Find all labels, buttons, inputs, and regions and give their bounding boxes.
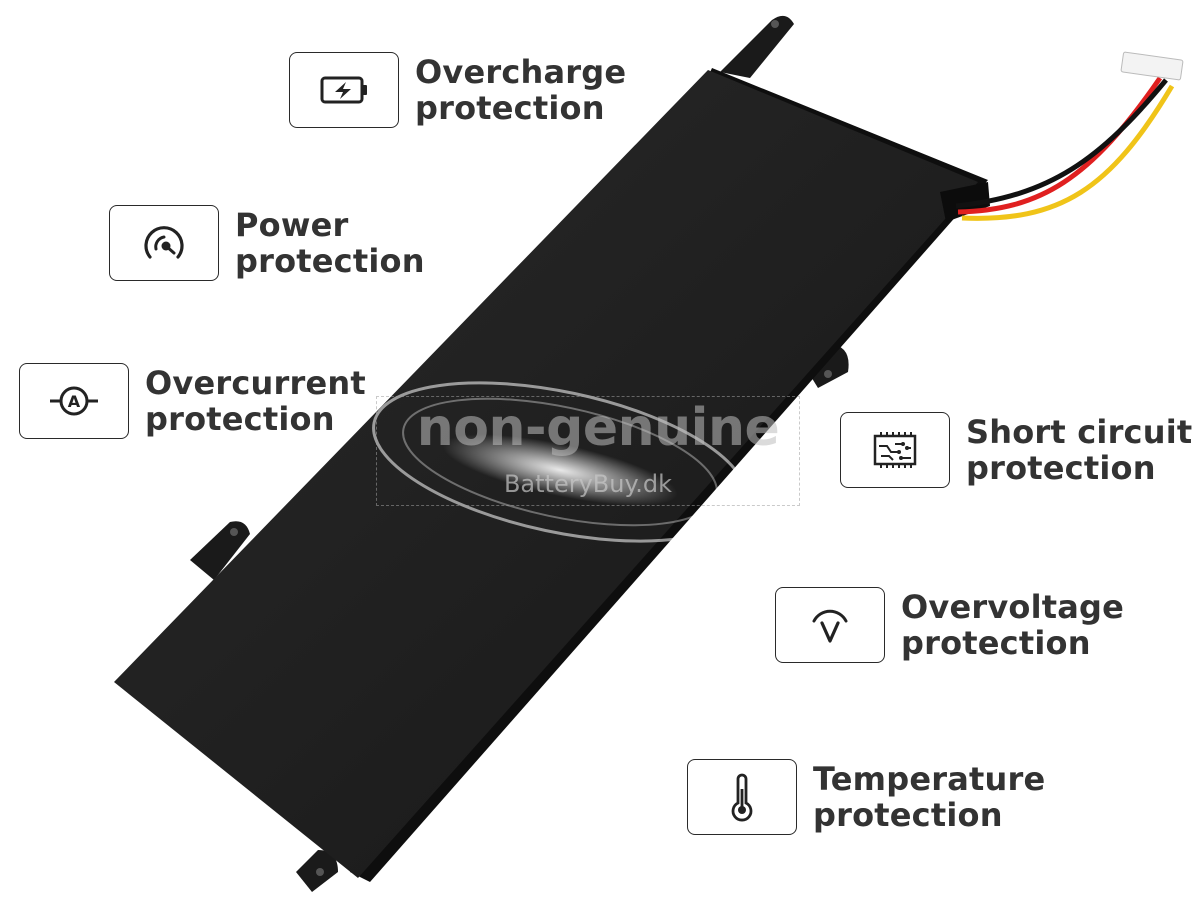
gauge-icon [144,226,184,259]
feature-icon-box [289,52,399,128]
feature-overvoltage: Overvoltage protection [775,587,1124,663]
feature-icon-box [109,205,219,281]
feature-subtitle: protection [813,796,1003,834]
top-mount-tab [720,15,794,78]
feature-overcurrent: A Overcurrent protection [19,363,366,439]
circuit-board-icon [873,432,917,468]
feature-icon-box: A [19,363,129,439]
feature-title: Short circuit [966,413,1193,451]
feature-subtitle: protection [235,242,425,280]
feature-short-circuit: Short circuit protection [840,412,1192,488]
feature-title: Power [235,206,349,244]
ammeter-icon: A [50,386,98,416]
feature-temperature: Temperature protection [687,759,1045,835]
svg-text:A: A [68,392,81,411]
feature-title: Overcurrent [145,364,366,402]
feature-icon-box [775,587,885,663]
feature-icon-box [840,412,950,488]
watermark-brand: BatteryBuy.dk [503,470,673,498]
wire-connector [1120,51,1184,81]
wire-yellow [961,84,1175,221]
feature-subtitle: protection [145,400,335,438]
feature-power: Power protection [109,205,425,281]
battery-charge-icon [320,76,367,104]
thermometer-icon [731,773,753,822]
feature-title: Overcharge [415,53,627,91]
feature-subtitle: protection [901,624,1091,662]
feature-overcharge: Overcharge protection [289,52,626,128]
top-mount-hole [771,20,779,28]
feature-icon-box [687,759,797,835]
watermark-frame [376,396,800,506]
voltage-icon [812,609,848,643]
feature-title: Overvoltage [901,588,1125,626]
left-mount-tab [190,521,250,580]
wire-black [955,78,1168,209]
feature-subtitle: protection [415,89,605,127]
watermark-text: non-genuine [416,398,780,458]
feature-subtitle: protection [966,449,1156,487]
feature-title: Temperature [813,760,1046,798]
